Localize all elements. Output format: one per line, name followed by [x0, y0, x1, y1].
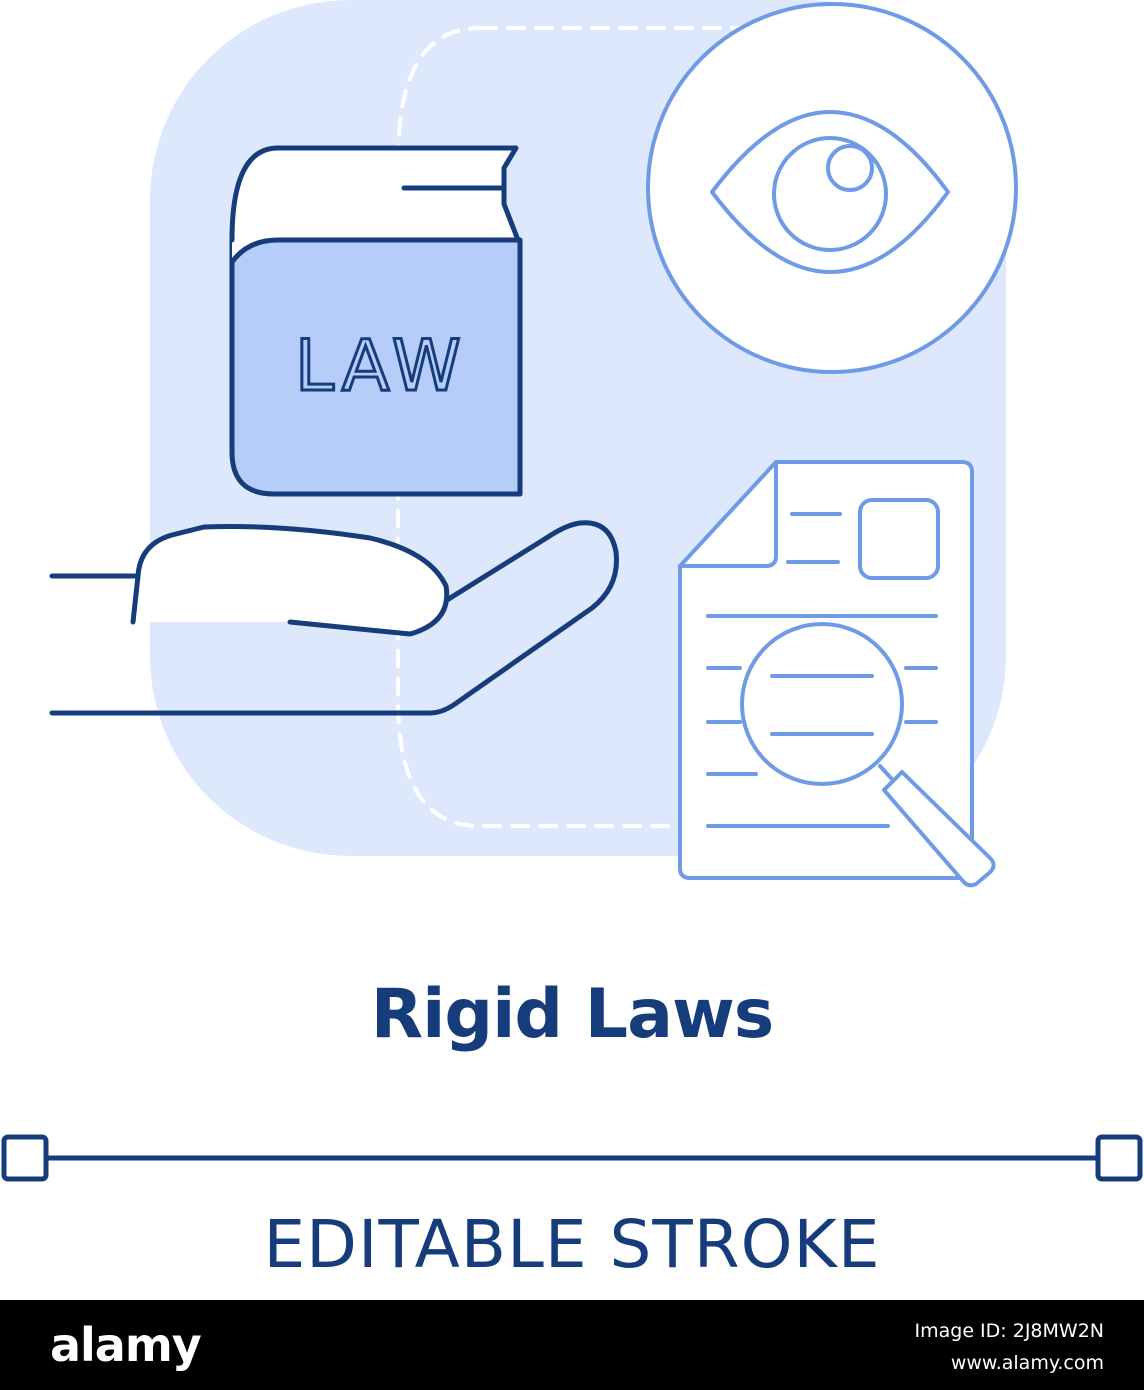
image-id-text: Image ID: 2J8MW2N	[914, 1320, 1104, 1342]
law-book-icon	[229, 145, 523, 497]
book-label: LAW	[295, 325, 467, 407]
rigid-laws-illustration: LAW	[1, 0, 1143, 1182]
eye-icon	[646, 2, 1018, 374]
editable-stroke-line	[1, 1134, 1143, 1182]
open-hand-icon	[49, 520, 619, 716]
right-handle	[1095, 1134, 1143, 1182]
page-title: Rigid Laws	[370, 975, 775, 1054]
left-handle	[1, 1134, 49, 1182]
footer-url: www.alamy.com	[950, 1352, 1104, 1374]
document-photo-box	[858, 498, 940, 580]
watermark-footer: alamy Image ID: 2J8MW2N www.alamy.com	[0, 1300, 1144, 1390]
alamy-logo: alamy	[50, 1318, 202, 1372]
document-search-icon	[678, 460, 996, 888]
magnifier-icon	[740, 622, 996, 888]
editable-stroke-caption: EDITABLE STROKE	[263, 1206, 881, 1283]
